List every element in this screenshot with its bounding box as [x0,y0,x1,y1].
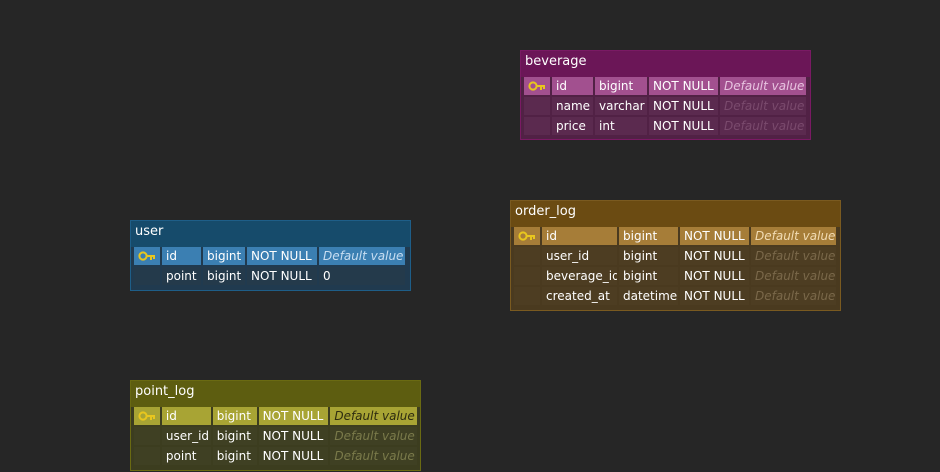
column-name[interactable]: point [162,267,201,285]
column-default[interactable]: Default value [751,267,836,285]
column-default[interactable]: Default value [751,287,836,305]
column-default[interactable]: Default value [330,447,418,465]
primary-key-cell [134,407,160,425]
column-type[interactable]: datetime [619,287,678,305]
table-row[interactable]: id bigint NOT NULL Default value [134,407,418,425]
column-type[interactable]: bigint [619,247,678,265]
column-name[interactable]: point [161,447,211,465]
column-nullability[interactable]: NOT NULL [649,77,718,95]
column-type[interactable]: bigint [203,267,245,285]
table-title[interactable]: user [131,221,410,247]
primary-key-cell [134,247,160,265]
column-type[interactable]: bigint [619,227,678,245]
key-icon [138,411,155,421]
column-nullability[interactable]: NOT NULL [247,267,317,285]
column-default[interactable]: Default value [330,407,418,425]
table-title[interactable]: point_log [131,381,420,407]
column-name[interactable]: beverage_id [542,267,617,285]
column-default[interactable]: Default value [319,247,405,265]
column-nullability[interactable]: NOT NULL [680,247,749,265]
column-default[interactable]: Default value [720,77,806,95]
column-name[interactable]: id [552,77,593,95]
column-nullability[interactable]: NOT NULL [649,117,718,135]
column-type[interactable]: varchar [595,97,647,115]
table-row[interactable]: point bigint NOT NULL 0 [134,267,407,285]
column-nullability[interactable]: NOT NULL [258,427,329,445]
column-type[interactable]: bigint [212,427,257,445]
table-title[interactable]: beverage [521,51,810,77]
column-default[interactable]: 0 [319,267,405,285]
column-name[interactable]: price [552,117,593,135]
table-row[interactable]: price int NOT NULL Default value [524,117,807,135]
column-name[interactable]: id [542,227,617,245]
table-row[interactable]: created_at datetime NOT NULL Default val… [514,287,837,305]
column-type[interactable]: bigint [203,247,245,265]
table-row[interactable]: name varchar NOT NULL Default value [524,97,807,115]
column-type[interactable]: bigint [212,407,257,425]
column-default[interactable]: Default value [751,227,836,245]
key-cell [134,427,160,445]
column-type[interactable]: bigint [212,447,257,465]
primary-key-cell [514,227,540,245]
key-cell [514,247,540,265]
key-cell [524,117,550,135]
column-default[interactable]: Default value [720,97,806,115]
column-name[interactable]: name [552,97,593,115]
table-row[interactable]: id bigint NOT NULL Default value [524,77,807,95]
key-cell [514,267,540,285]
column-nullability[interactable]: NOT NULL [680,287,749,305]
table-point-log[interactable]: point_log id bigint NOT NULL Default val… [130,380,421,471]
key-icon [528,81,545,91]
table-row[interactable]: id bigint NOT NULL Default value [134,247,407,265]
key-icon [138,251,155,261]
table-title[interactable]: order_log [511,201,840,227]
column-nullability[interactable]: NOT NULL [258,447,329,465]
table-order-log[interactable]: order_log id bigint NOT NULL Default val… [510,200,841,311]
column-default[interactable]: Default value [720,117,806,135]
table-row[interactable]: user_id bigint NOT NULL Default value [134,427,418,445]
key-cell [134,267,160,285]
column-name[interactable]: created_at [542,287,617,305]
key-cell [514,287,540,305]
column-name[interactable]: id [162,247,201,265]
column-name[interactable]: user_id [542,247,617,265]
column-type[interactable]: bigint [595,77,647,95]
table-user[interactable]: user id bigint NOT NULL Default value po… [130,220,411,291]
column-name[interactable]: user_id [161,427,211,445]
table-beverage[interactable]: beverage id bigint NOT NULL Default valu… [520,50,811,140]
column-name[interactable]: id [161,407,211,425]
column-nullability[interactable]: NOT NULL [247,247,317,265]
primary-key-cell [524,77,550,95]
column-nullability[interactable]: NOT NULL [649,97,718,115]
column-nullability[interactable]: NOT NULL [258,407,329,425]
table-row[interactable]: point bigint NOT NULL Default value [134,447,418,465]
table-row[interactable]: id bigint NOT NULL Default value [514,227,837,245]
column-nullability[interactable]: NOT NULL [680,227,749,245]
table-row[interactable]: beverage_id bigint NOT NULL Default valu… [514,267,837,285]
column-default[interactable]: Default value [751,247,836,265]
column-type[interactable]: int [595,117,647,135]
key-icon [518,231,535,241]
column-default[interactable]: Default value [330,427,418,445]
column-type[interactable]: bigint [619,267,678,285]
key-cell [134,447,160,465]
column-nullability[interactable]: NOT NULL [680,267,749,285]
table-row[interactable]: user_id bigint NOT NULL Default value [514,247,837,265]
key-cell [524,97,550,115]
